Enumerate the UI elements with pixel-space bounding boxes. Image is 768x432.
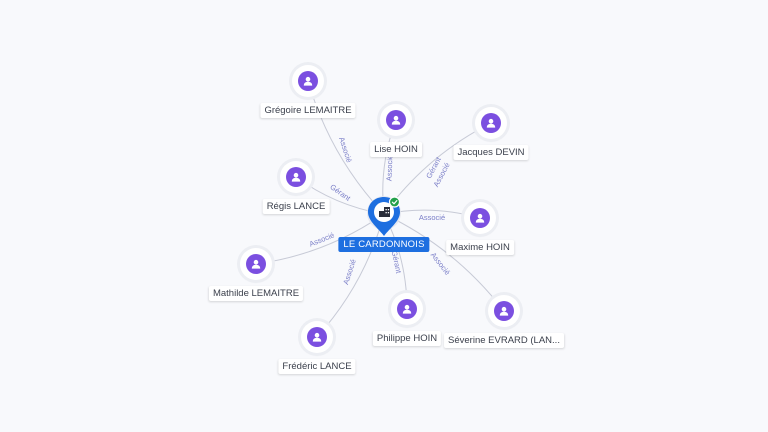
building-icon [379, 207, 390, 217]
person-name[interactable]: Philippe HOIN [372, 331, 442, 346]
company-label[interactable]: LE CARDONNOIS [338, 237, 430, 252]
person-name[interactable]: Frédéric LANCE [278, 359, 356, 374]
user-icon [386, 110, 406, 130]
center-node[interactable] [366, 196, 401, 236]
user-icon [246, 254, 266, 274]
person-name[interactable]: Jacques DEVIN [453, 145, 529, 160]
check-circle-icon [388, 196, 401, 208]
user-icon [470, 208, 490, 228]
user-icon [397, 299, 417, 319]
edge-label-mathilde-lemaitre: Associé [308, 230, 336, 248]
person-avatar[interactable] [391, 293, 423, 325]
edge-label-regis-lance: Gérant [328, 182, 353, 203]
person-avatar[interactable] [301, 321, 333, 353]
person-avatar[interactable] [464, 202, 496, 234]
edge-gregoire-lemaitre [307, 80, 385, 215]
person-avatar[interactable] [240, 248, 272, 280]
user-icon [307, 327, 327, 347]
edge-label-philippe-hoin: Gérant [390, 250, 404, 275]
edge-label-maxime-hoin: Associé [419, 213, 445, 222]
person-avatar[interactable] [280, 161, 312, 193]
person-name[interactable]: Régis LANCE [262, 199, 330, 214]
edge-label-frederic-lance: Associé [341, 258, 358, 286]
person-name[interactable]: Grégoire LEMAITRE [260, 103, 356, 118]
person-avatar[interactable] [475, 107, 507, 139]
edge-label-lise-hoin: Associé [385, 155, 395, 182]
person-avatar[interactable] [380, 104, 412, 136]
person-avatar[interactable] [292, 65, 324, 97]
edge-label-gregoire-lemaitre: Associé [337, 136, 354, 164]
person-name[interactable]: Mathilde LEMAITRE [208, 286, 304, 301]
user-icon [298, 71, 318, 91]
user-icon [494, 301, 514, 321]
person-name[interactable]: Maxime HOIN [446, 240, 514, 255]
person-avatar[interactable] [488, 295, 520, 327]
user-icon [286, 167, 306, 187]
person-name[interactable]: Séverine EVRARD (LAN... [444, 333, 564, 348]
person-name[interactable]: Lise HOIN [370, 142, 422, 157]
user-icon [481, 113, 501, 133]
edge-severine-evrard [383, 213, 505, 312]
